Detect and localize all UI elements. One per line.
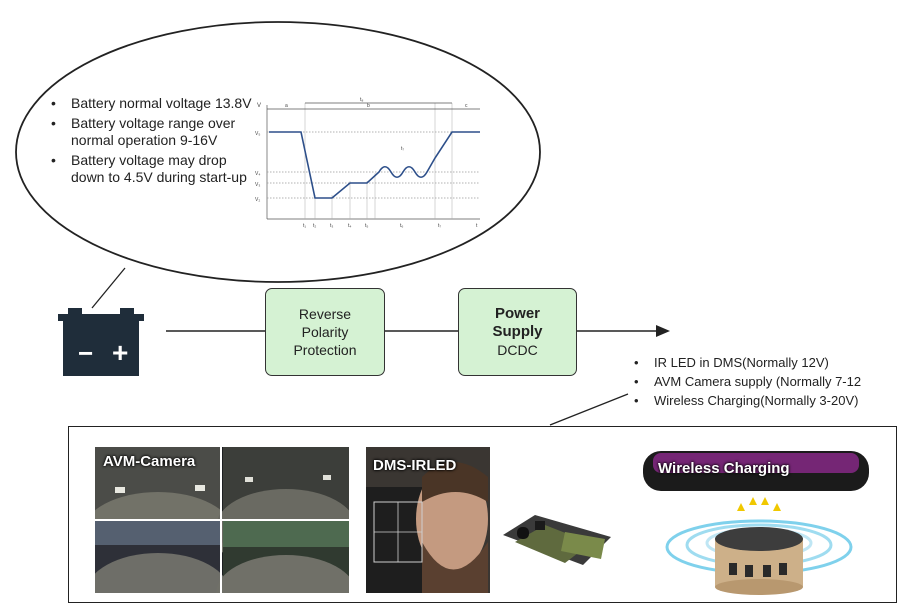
dms-face-illustration xyxy=(366,447,490,593)
reverse-polarity-protection-block: Reverse Polarity Protection xyxy=(265,288,385,376)
waveform-top-label: t₇ xyxy=(401,146,404,152)
loads-connector-line xyxy=(549,393,629,426)
waveform-level-label: V₃ xyxy=(255,182,260,188)
irled-module-illustration xyxy=(503,515,611,565)
waveform-time-label: t₅ xyxy=(365,223,368,229)
battery-minus-glyph: − xyxy=(78,338,93,368)
block-label: Polarity xyxy=(301,324,349,340)
waveform-time-label: t₃ xyxy=(330,223,333,229)
avm-camera-label: AVM-Camera xyxy=(103,453,196,470)
avm-camera-image: AVM-Camera xyxy=(95,447,349,593)
waveform-time-label: t xyxy=(476,223,478,229)
callout-bubble xyxy=(15,21,541,283)
block-label: Reverse xyxy=(298,306,352,322)
dms-irled-image: DMS-IRLED xyxy=(366,447,490,593)
load-item: AVM Camera supply (Normally 7-12 xyxy=(628,372,896,391)
bubble-tail-line xyxy=(91,267,126,309)
dms-irled-label: DMS-IRLED xyxy=(373,457,457,474)
waveform-time-label: t₇ xyxy=(438,223,441,229)
irled-module-image xyxy=(495,447,615,593)
battery-plus-glyph: + xyxy=(112,337,128,368)
waveform-y-label: V xyxy=(257,103,261,109)
waveform-level-label: V₄ xyxy=(255,171,260,177)
wireless-charger-illustration xyxy=(643,451,869,595)
battery-bullet-list: Battery normal voltage 13.8V Battery vol… xyxy=(43,95,258,189)
battery-bullet-item: Battery normal voltage 13.8V xyxy=(43,95,258,112)
waveform-top-label: b xyxy=(367,103,370,109)
load-item: Wireless Charging(Normally 3-20V) xyxy=(628,391,896,410)
load-item: IR LED in DMS(Normally 12V) xyxy=(628,353,896,372)
wireless-charging-label: Wireless Charging xyxy=(658,460,790,477)
waveform-time-label: t₄ xyxy=(348,223,351,229)
waveform-trace xyxy=(269,131,480,199)
waveform-top-label: a xyxy=(285,103,288,109)
output-arrowhead xyxy=(656,325,670,337)
block-label: DCDC xyxy=(497,342,538,358)
load-list: IR LED in DMS(Normally 12V) AVM Camera s… xyxy=(628,353,896,410)
waveform-time-label: t₆ xyxy=(400,223,403,229)
voltage-waveform: V V₅ V₄ V₃ V₂ a b c t₈ t₇ t₁ t₂ t₃ t₄ t₅… xyxy=(255,97,480,229)
waveform-level-label: V₂ xyxy=(255,197,260,203)
block-label: Protection xyxy=(293,342,357,358)
avm-camera-views xyxy=(95,447,349,593)
wireless-charging-image: Wireless Charging xyxy=(639,445,879,595)
waveform-time-label: t₂ xyxy=(313,223,316,229)
battery-bullet-item: Battery voltage range over normal operat… xyxy=(43,115,258,149)
waveform-top-label: c xyxy=(465,103,468,109)
car-battery-icon: − + xyxy=(58,308,144,376)
power-supply-dcdc-block: Power Supply DCDC xyxy=(458,288,577,376)
waveform-time-label: t₁ xyxy=(303,223,306,229)
battery-bullet-item: Battery voltage may drop down to 4.5V du… xyxy=(43,152,258,186)
waveform-top-label: t₈ xyxy=(360,97,363,103)
block-title: Supply xyxy=(492,323,543,340)
block-title: Power xyxy=(494,305,540,322)
waveform-level-label: V₅ xyxy=(255,131,260,137)
applications-panel: AVM-Camera DMS-IRLED xyxy=(68,426,897,603)
